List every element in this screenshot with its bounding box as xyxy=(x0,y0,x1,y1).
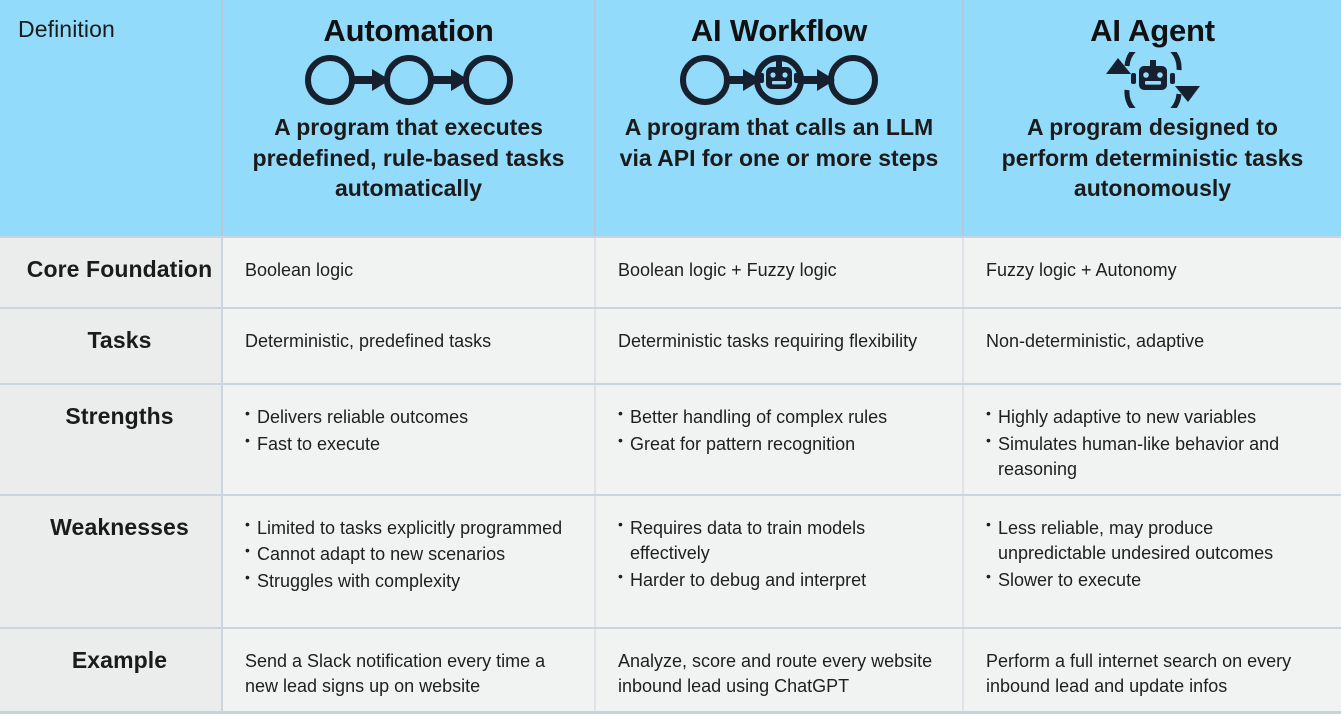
cell-core-foundation-automation: Boolean logic xyxy=(222,237,596,309)
cell-text: Perform a full internet search on every … xyxy=(986,650,1292,697)
bullet-list: Delivers reliable outcomesFast to execut… xyxy=(245,404,572,458)
cell-text: Deterministic, predefined tasks xyxy=(245,331,492,351)
row-label-text: Core Foundation xyxy=(26,256,213,282)
cell-strengths-ai-workflow: Better handling of complex rulesGreat fo… xyxy=(595,384,964,496)
cell-tasks-ai-agent: Non-deterministic, adaptive xyxy=(963,308,1341,385)
cell-text: Send a Slack notification every time a n… xyxy=(245,650,546,697)
cell-strengths-automation: Delivers reliable outcomesFast to execut… xyxy=(222,384,596,496)
header-cell-automation: Automation xyxy=(222,0,596,238)
cell-strengths-ai-agent: Highly adaptive to new variablesSimulate… xyxy=(963,384,1341,496)
bullet-item: Delivers reliable outcomes xyxy=(245,404,572,431)
cell-weaknesses-ai-agent: Less reliable, may produce unpredictable… xyxy=(963,494,1341,629)
column-description-ai-agent: A program designed to perform determinis… xyxy=(1001,114,1304,202)
bullet-item: Slower to execute xyxy=(986,567,1319,594)
header-cell-ai-agent: AI Agent xyxy=(963,0,1341,238)
cell-text: Deterministic tasks requiring flexibilit… xyxy=(618,331,918,351)
bullet-item: Less reliable, may produce unpredictable… xyxy=(986,515,1319,567)
cell-example-automation: Send a Slack notification every time a n… xyxy=(222,627,596,714)
circle-arrow-robot-arrow-circle-icon xyxy=(679,52,879,108)
row-label-text: Example xyxy=(71,646,168,673)
cell-core-foundation-ai-agent: Fuzzy logic + Autonomy xyxy=(963,237,1341,309)
table-row-tasks: Tasks Deterministic, predefined tasks De… xyxy=(0,308,1341,385)
table-row-example: Example Send a Slack notification every … xyxy=(0,627,1341,714)
cell-example-ai-workflow: Analyze, score and route every website i… xyxy=(595,627,964,714)
bullet-item: Fast to execute xyxy=(245,431,572,458)
robot-loop-arrows-icon xyxy=(1093,52,1213,109)
bullet-list: Limited to tasks explicitly programmedCa… xyxy=(245,515,572,595)
header-cell-ai-workflow: AI Workflow xyxy=(595,0,964,238)
robot-glyph xyxy=(1130,60,1175,91)
row-label-example: Example xyxy=(0,627,223,714)
column-description-ai-workflow: A program that calls an LLM via API for … xyxy=(619,114,939,171)
column-title-automation: Automation xyxy=(323,13,494,48)
table-row-core-foundation: Core Foundation Boolean logic Boolean lo… xyxy=(0,237,1341,309)
bullet-list: Requires data to train models effectivel… xyxy=(618,515,940,594)
table-row-weaknesses: Weaknesses Limited to tasks explicitly p… xyxy=(0,494,1341,629)
bullet-item: Struggles with complexity xyxy=(245,568,572,595)
row-label-text: Strengths xyxy=(65,403,174,429)
bullet-list: Highly adaptive to new variablesSimulate… xyxy=(986,404,1319,483)
cell-text: Boolean logic + Fuzzy logic xyxy=(618,260,837,280)
bullet-list: Less reliable, may produce unpredictable… xyxy=(986,515,1319,594)
bullet-item: Better handling of complex rules xyxy=(618,404,940,431)
row-label-text: Tasks xyxy=(87,327,152,353)
table-header-row: Definition Automation xyxy=(0,0,1341,238)
table-row-strengths: Strengths Delivers reliable outcomesFast… xyxy=(0,384,1341,496)
definition-label: Definition xyxy=(18,16,115,42)
column-title-ai-workflow: AI Workflow xyxy=(690,13,868,48)
row-label-tasks: Tasks xyxy=(0,308,223,385)
cell-text: Boolean logic xyxy=(245,260,354,280)
cell-text: Fuzzy logic + Autonomy xyxy=(986,260,1177,280)
row-label-strengths: Strengths xyxy=(0,384,223,496)
bullet-item: Great for pattern recognition xyxy=(618,431,940,458)
bullet-item: Simulates human-like behavior and reason… xyxy=(986,431,1319,483)
bullet-item: Limited to tasks explicitly programmed xyxy=(245,515,572,542)
row-label-core-foundation: Core Foundation xyxy=(0,237,223,309)
bullet-item: Cannot adapt to new scenarios xyxy=(245,541,572,568)
cell-tasks-automation: Deterministic, predefined tasks xyxy=(222,308,596,385)
cell-weaknesses-automation: Limited to tasks explicitly programmedCa… xyxy=(222,494,596,629)
header-row-label: Definition xyxy=(0,0,223,238)
cell-weaknesses-ai-workflow: Requires data to train models effectivel… xyxy=(595,494,964,629)
row-label-text: Weaknesses xyxy=(50,513,189,540)
cell-text: Analyze, score and route every website i… xyxy=(618,650,933,697)
row-label-weaknesses: Weaknesses xyxy=(0,494,223,629)
bullet-item: Harder to debug and interpret xyxy=(618,567,940,594)
circle-arrow-circle-arrow-circle-icon xyxy=(304,52,514,108)
bullet-item: Requires data to train models effectivel… xyxy=(618,515,940,567)
cell-text: Non-deterministic, adaptive xyxy=(986,331,1205,351)
bullet-item: Highly adaptive to new variables xyxy=(986,404,1319,431)
column-description-automation: A program that executes predefined, rule… xyxy=(252,114,565,202)
cell-core-foundation-ai-workflow: Boolean logic + Fuzzy logic xyxy=(595,237,964,309)
cell-tasks-ai-workflow: Deterministic tasks requiring flexibilit… xyxy=(595,308,964,385)
cell-example-ai-agent: Perform a full internet search on every … xyxy=(963,627,1341,714)
column-title-ai-agent: AI Agent xyxy=(1090,13,1215,48)
bullet-list: Better handling of complex rulesGreat fo… xyxy=(618,404,940,458)
